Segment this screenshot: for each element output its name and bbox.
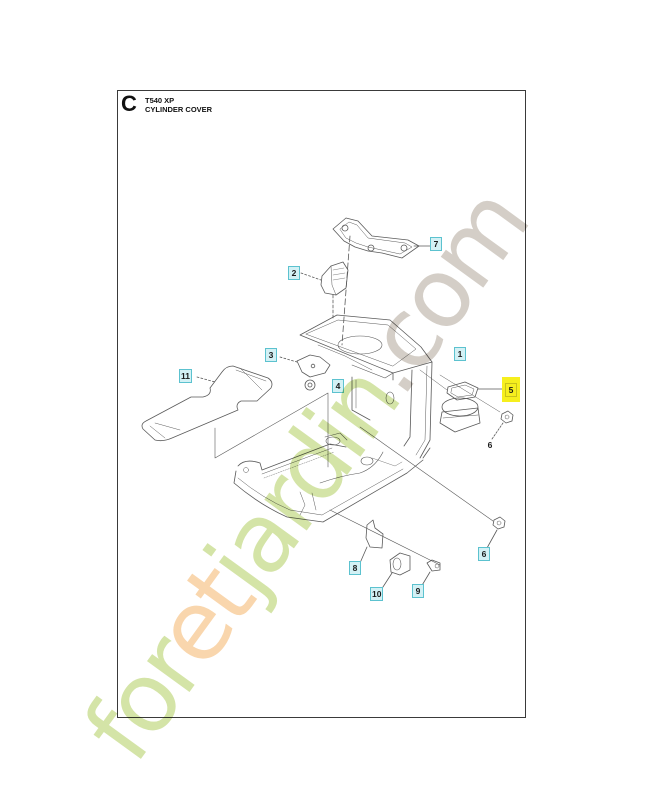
section-letter: C bbox=[121, 91, 137, 116]
callout-8[interactable]: 8 bbox=[349, 561, 361, 575]
assembly-axis-line bbox=[341, 235, 351, 346]
part-8-clip bbox=[359, 519, 384, 564]
callout-2[interactable]: 2 bbox=[288, 266, 300, 280]
model-name: T540 XP bbox=[145, 96, 175, 105]
part-10-bushing bbox=[380, 552, 411, 591]
diagram-frame bbox=[117, 90, 526, 718]
callout-9[interactable]: 9 bbox=[412, 584, 424, 598]
callout-7[interactable]: 7 bbox=[430, 237, 442, 251]
assembly-axis-line bbox=[329, 509, 441, 566]
callout-6-upper[interactable]: 6 bbox=[487, 440, 493, 450]
part-3-plate bbox=[279, 354, 331, 391]
part-9-screw bbox=[420, 559, 441, 588]
part-1-cylinder-cover bbox=[233, 314, 433, 523]
callout-1[interactable]: 1 bbox=[454, 347, 466, 361]
page-title: CYLINDER COVER bbox=[145, 105, 213, 114]
callout-3[interactable]: 3 bbox=[265, 348, 277, 362]
callout-11[interactable]: 11 bbox=[179, 369, 192, 383]
callout-10[interactable]: 10 bbox=[370, 587, 384, 601]
part-6-nuts bbox=[359, 374, 514, 549]
part-5-intake-boot bbox=[419, 369, 503, 433]
part-11-pad bbox=[141, 365, 329, 468]
part-7-gasket-plate bbox=[332, 217, 431, 259]
callout-5[interactable]: 5 bbox=[505, 383, 517, 397]
title-block: T540 XP CYLINDER COVER bbox=[145, 96, 212, 114]
part-2-block bbox=[300, 261, 349, 321]
callout-6-lower[interactable]: 6 bbox=[478, 547, 490, 561]
callout-4[interactable]: 4 bbox=[332, 379, 344, 393]
